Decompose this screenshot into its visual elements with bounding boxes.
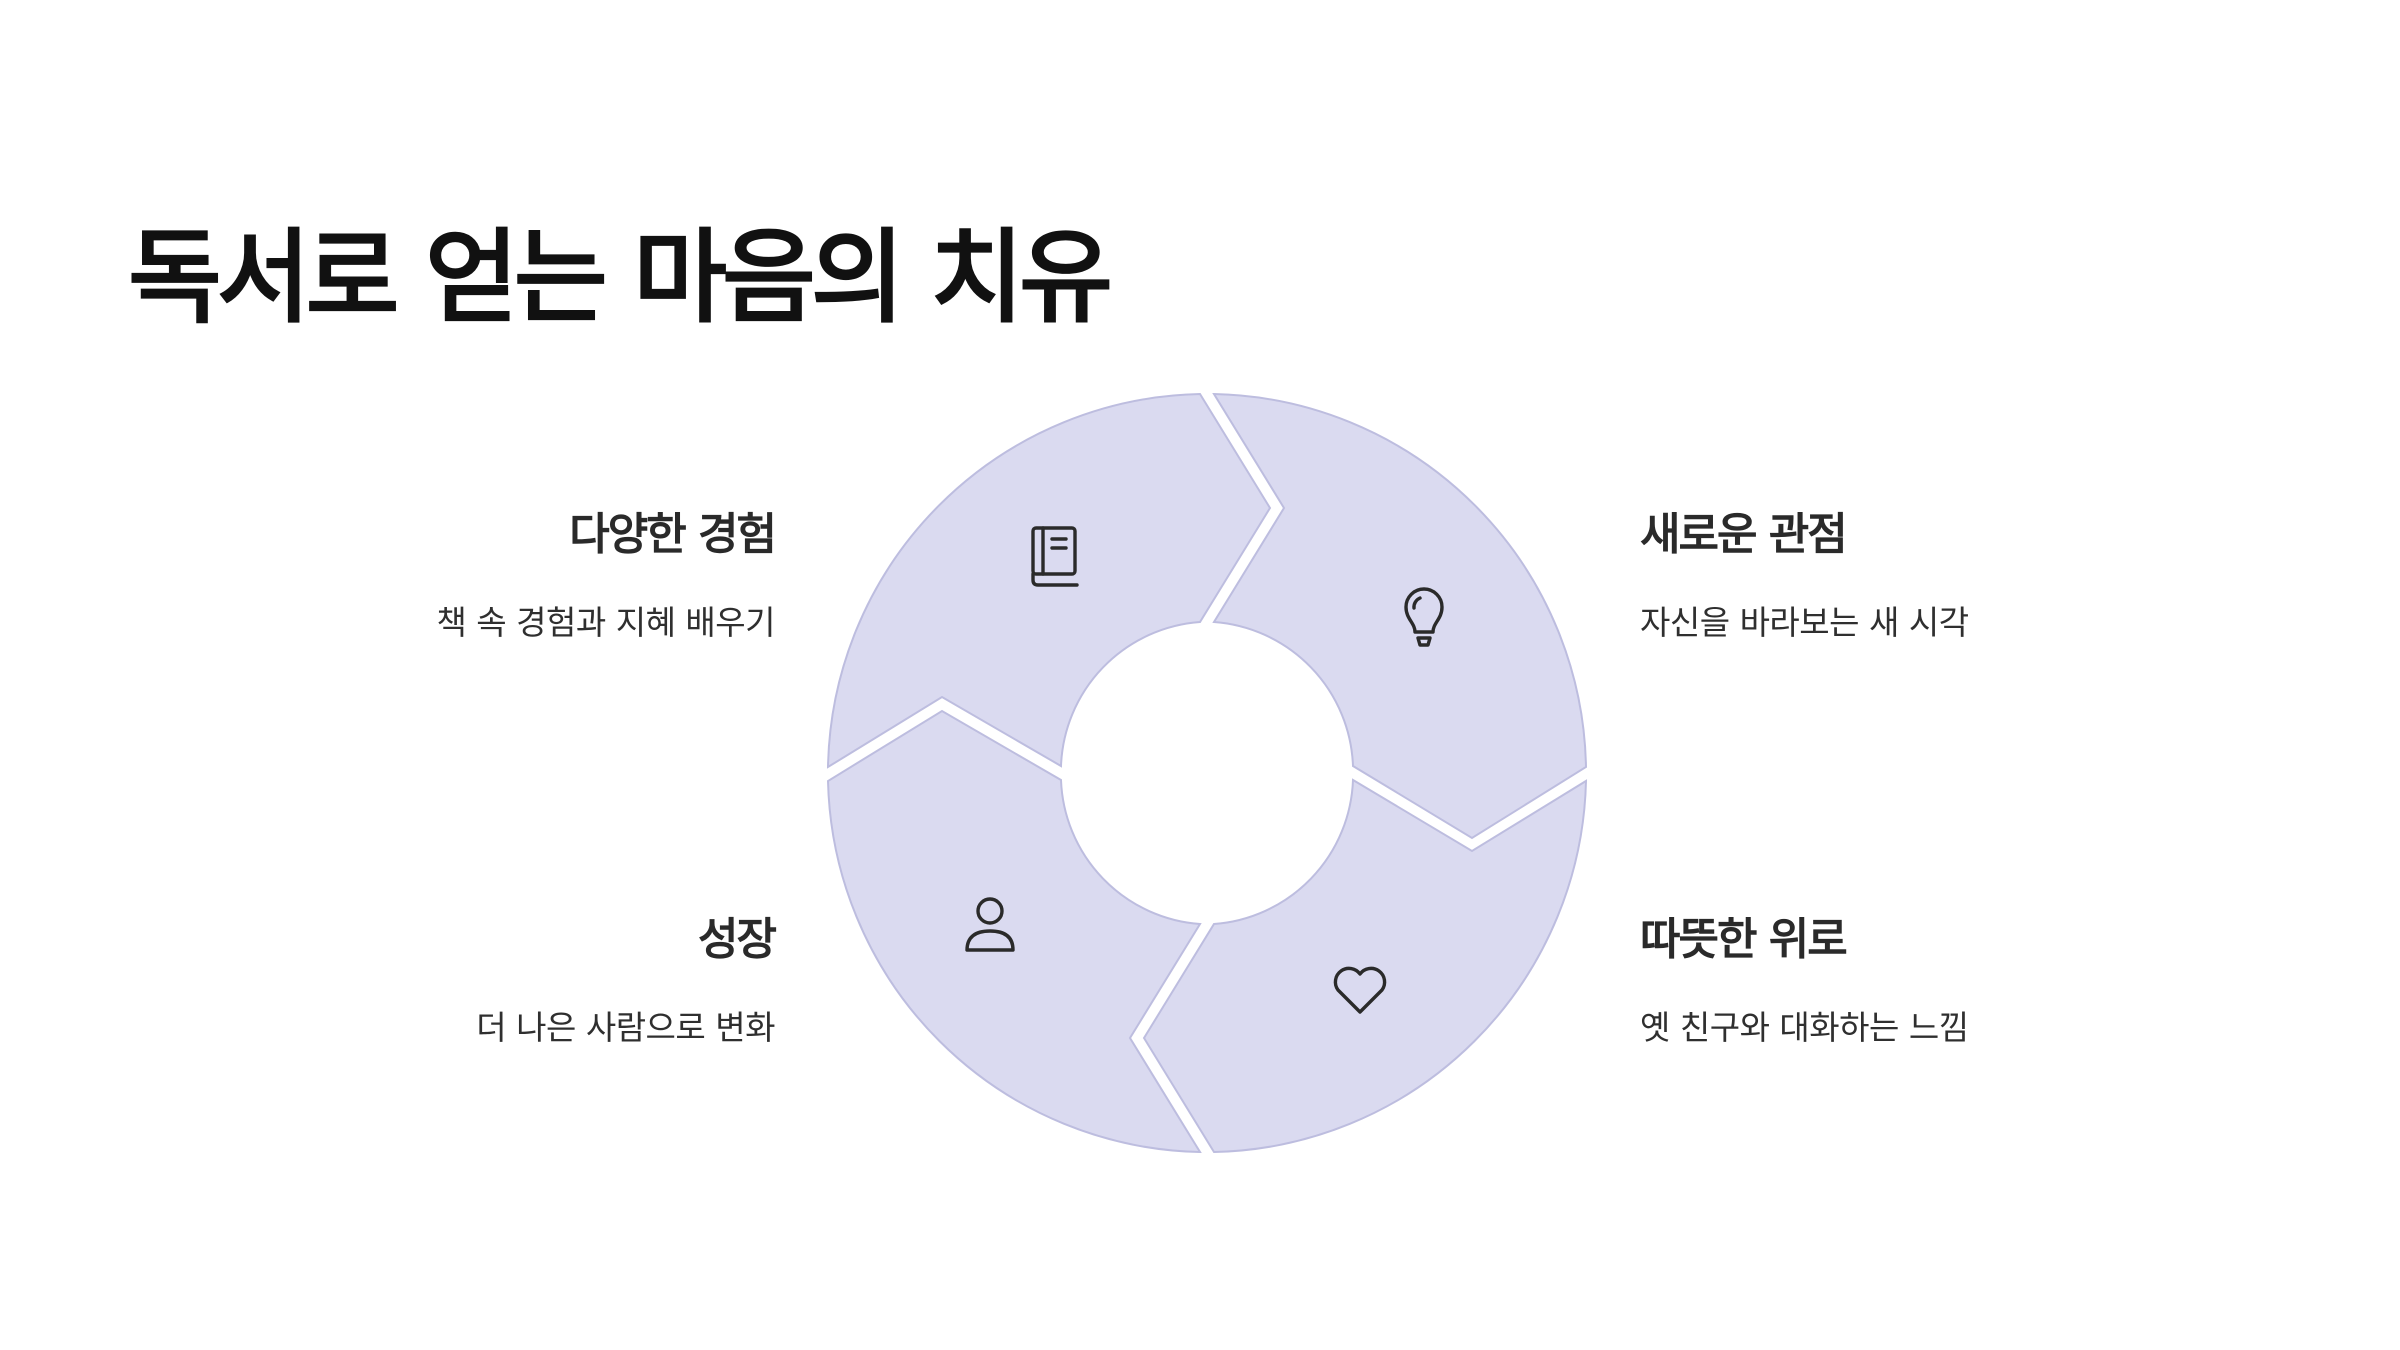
label-perspective: 새로운 관점 자신을 바라보는 새 시각	[1640, 498, 2200, 644]
heart-icon	[1333, 966, 1387, 1014]
segment-perspective	[1212, 392, 1588, 840]
label-growth: 성장 더 나은 사람으로 변화	[215, 903, 777, 1049]
page-title: 독서로 얻는 마음의 치유	[128, 219, 1113, 338]
book-icon	[1031, 526, 1079, 587]
segment-growth	[826, 709, 1202, 1154]
label-desc: 옛 친구와 대화하는 느낌	[1640, 1008, 1969, 1047]
label-experience: 다양한 경험 책 속 경험과 지혜 배우기	[215, 498, 777, 644]
label-desc: 자신을 바라보는 새 시각	[1640, 603, 1969, 642]
label-comfort: 따뜻한 위로 옛 친구와 대화하는 느낌	[1640, 903, 2200, 1049]
label-desc: 더 나은 사람으로 변화	[476, 1008, 775, 1047]
segment-experience	[826, 392, 1272, 769]
label-desc: 책 속 경험과 지혜 배우기	[436, 603, 775, 642]
lightbulb-icon	[1404, 587, 1444, 647]
label-title: 새로운 관점	[1640, 509, 1848, 560]
segment-comfort	[1142, 778, 1588, 1154]
label-title: 다양한 경험	[569, 509, 777, 560]
person-icon	[965, 897, 1015, 952]
label-title: 따뜻한 위로	[1640, 914, 1848, 965]
label-title: 성장	[698, 914, 777, 965]
